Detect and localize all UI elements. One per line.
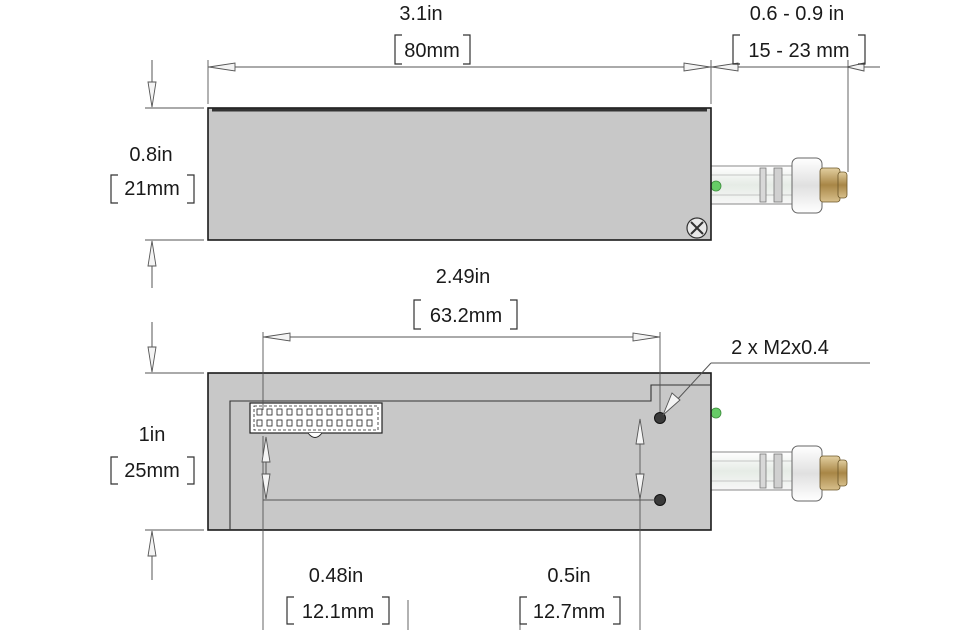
connector-pin (316, 408, 323, 416)
connector-pin (346, 408, 353, 416)
screw-icon (686, 217, 708, 239)
length-dimension-metric: 80mm (404, 40, 460, 62)
connector-pin (336, 419, 343, 427)
top-view: 3.1in 80mm 0.6 - 0.9 in 15 - 23 mm 0.8in… (110, 3, 880, 288)
connector-offset-dimension-imperial: 0.48in (309, 565, 364, 587)
connector-pin (276, 408, 283, 416)
connector-pin (296, 419, 303, 427)
hole-spacing-bracket (413, 299, 518, 330)
width-dimension-metric: 25mm (124, 460, 180, 482)
width-dimension-imperial: 1in (139, 424, 166, 446)
top-view-body (207, 107, 712, 241)
connector-pin (356, 419, 363, 427)
connector-pin (286, 419, 293, 427)
connector-pin (326, 419, 333, 427)
fitting-reach-bracket (732, 34, 866, 65)
height-dimension-metric: 21mm (124, 178, 180, 200)
side-view-fitting (791, 445, 848, 502)
width-dimension-bracket (110, 456, 195, 485)
connector-pin (366, 419, 373, 427)
connector-pin (296, 408, 303, 416)
connector-pin (336, 408, 343, 416)
connector-pin (366, 408, 373, 416)
connector-pin (346, 419, 353, 427)
height-dimension-imperial: 0.8in (129, 144, 172, 166)
connector-pin (276, 419, 283, 427)
connector-pin (256, 419, 263, 427)
length-dimension-bracket (394, 34, 471, 65)
connector-pin (356, 408, 363, 416)
hole-offset-dimension-metric: 12.7mm (533, 601, 605, 623)
side-view-body (207, 372, 712, 531)
mounting-hole (654, 494, 666, 506)
connector-pin (266, 419, 273, 427)
pin-header-connector (249, 402, 383, 438)
holes-callout-label: 2 x M2x0.4 (731, 337, 829, 359)
connector-pin (306, 408, 313, 416)
connector-pin (286, 408, 293, 416)
side-view-tube (710, 407, 802, 491)
led-indicator (710, 407, 722, 419)
connector-pin (266, 408, 273, 416)
hole-spacing-dimension-imperial: 2.49in (436, 266, 491, 288)
connector-offset-dimension-metric: 12.1mm (302, 601, 374, 623)
led-indicator (710, 180, 722, 192)
hole-offset-dimension-imperial: 0.5in (547, 565, 590, 587)
connector-offset-bracket (286, 596, 390, 625)
connector-pin (326, 408, 333, 416)
height-dimension-bracket (110, 174, 195, 204)
connector-pin (256, 408, 263, 416)
side-view-recess (229, 384, 711, 530)
top-view-tube (710, 165, 802, 205)
side-view: 2.49in 63.2mm 2 x M2x0.4 1in 25mm (110, 266, 870, 630)
mounting-hole (654, 412, 666, 424)
length-dimension-imperial: 3.1in (399, 3, 442, 25)
fitting-reach-dimension-imperial: 0.6 - 0.9 in (750, 3, 845, 25)
connector-pin (316, 419, 323, 427)
hole-offset-bracket (519, 596, 621, 625)
connector-pin (306, 419, 313, 427)
fitting-reach-dimension-metric: 15 - 23 mm (748, 40, 849, 62)
hole-spacing-dimension-metric: 63.2mm (430, 305, 502, 327)
top-view-fitting (791, 157, 848, 214)
